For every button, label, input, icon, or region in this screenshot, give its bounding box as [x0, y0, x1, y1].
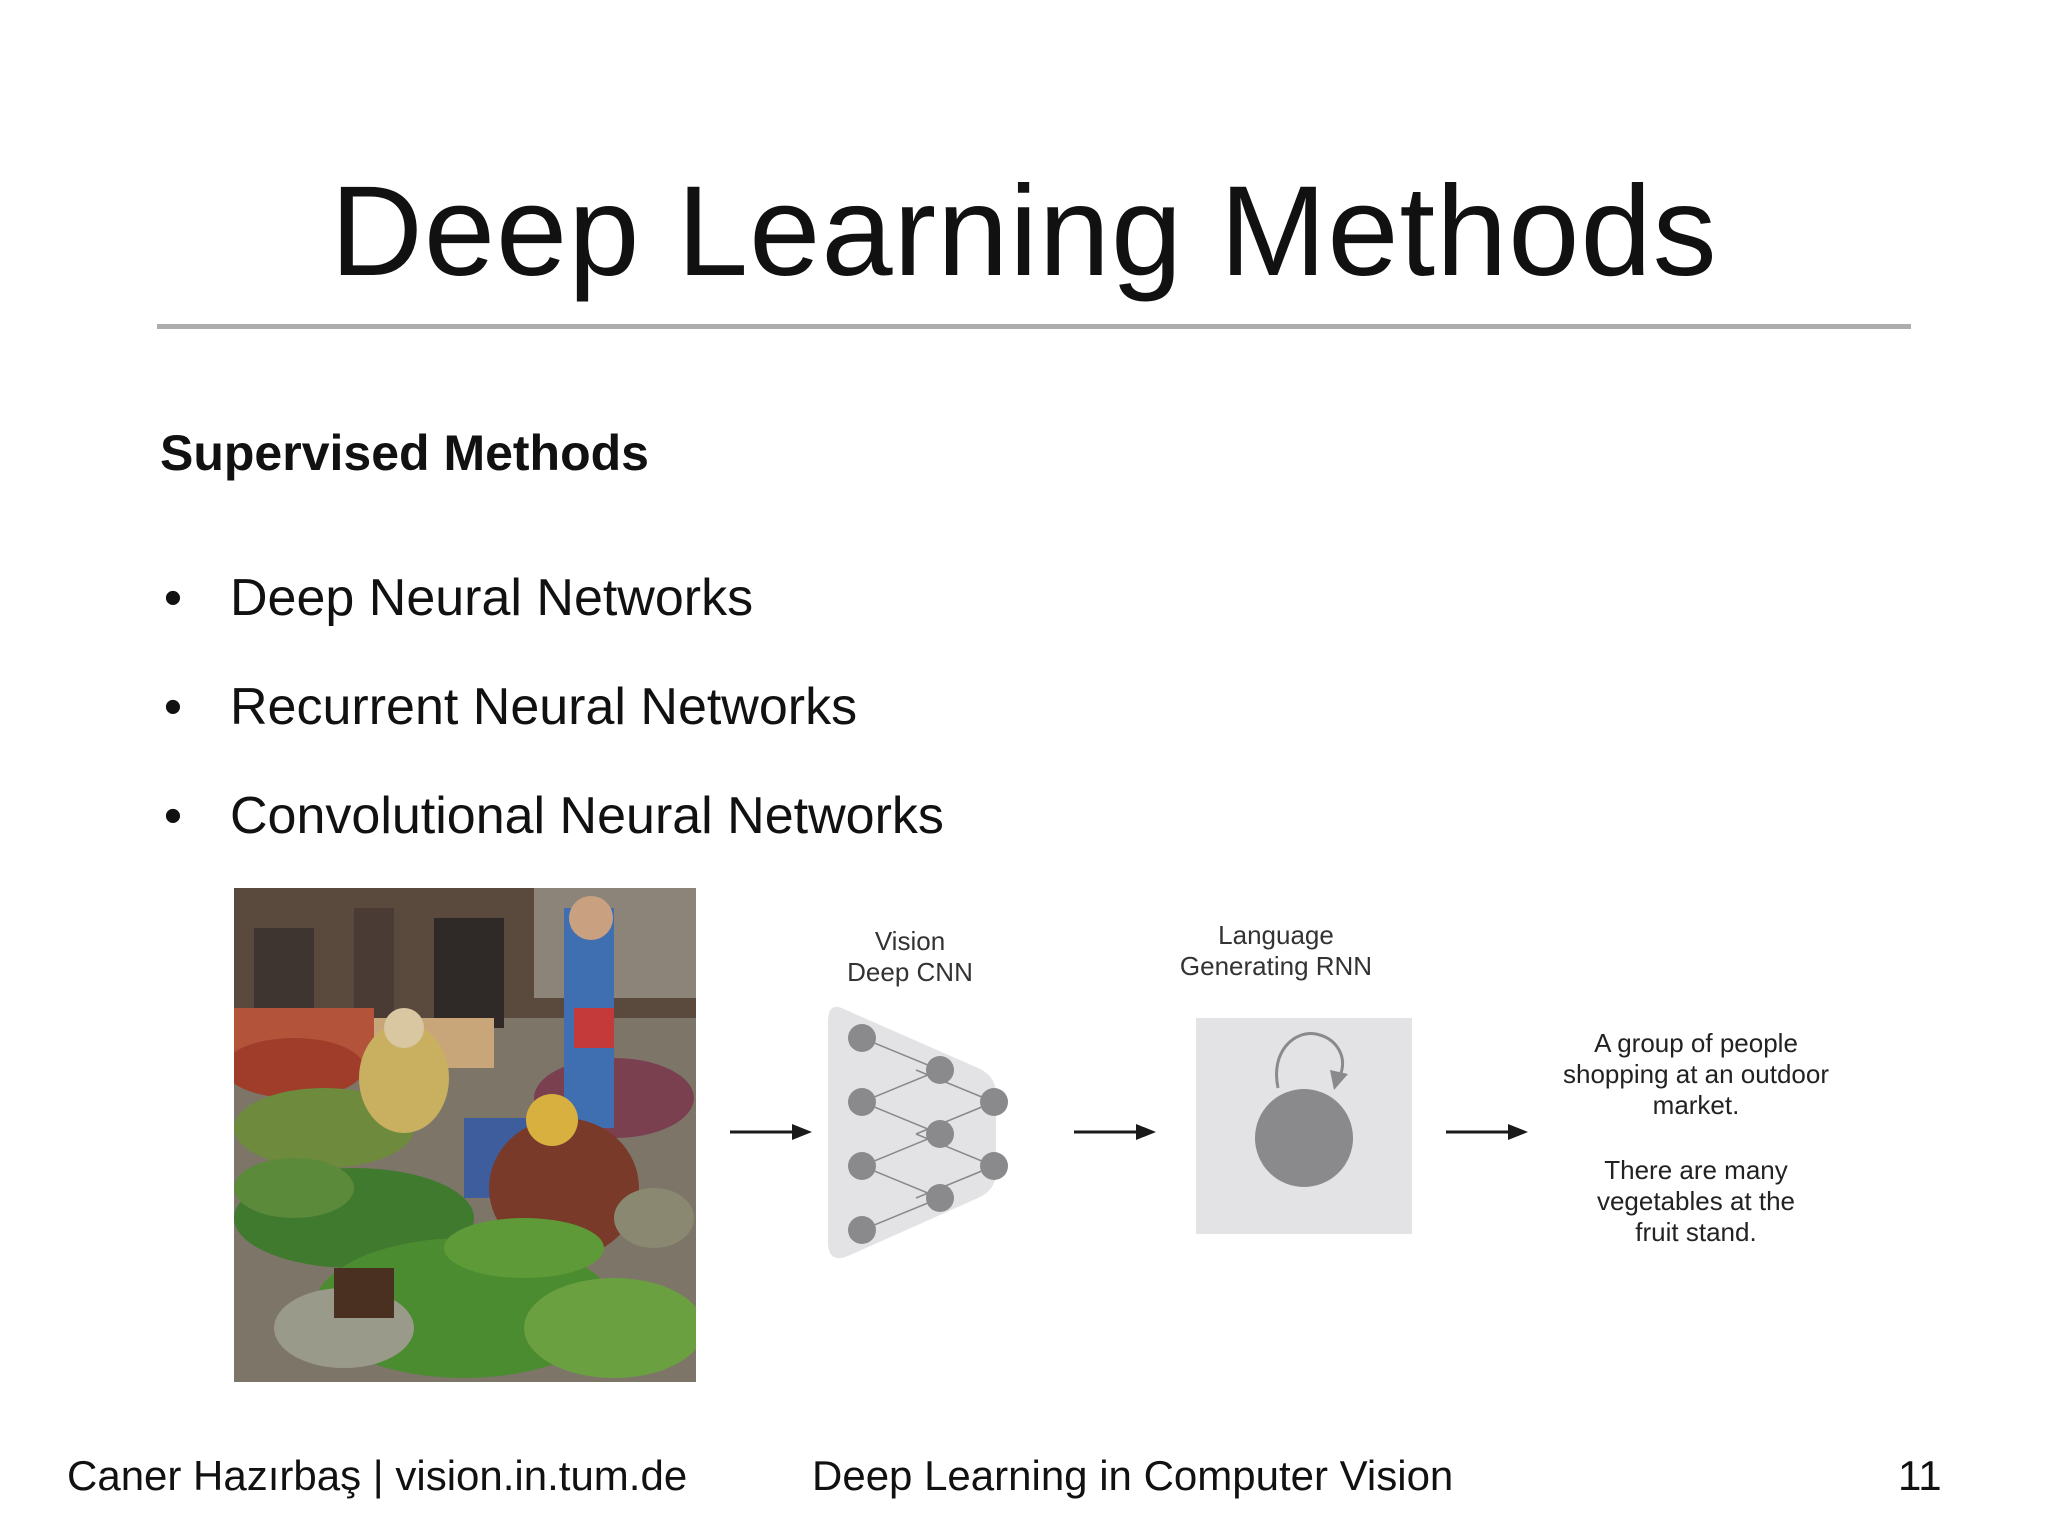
rnn-network-icon: [1196, 1018, 1412, 1234]
title-divider: [157, 324, 1911, 329]
bullet-text: Convolutional Neural Networks: [230, 787, 944, 845]
caption-spacer: [1536, 1121, 1856, 1155]
caption-line: shopping at an outdoor: [1563, 1059, 1829, 1089]
cnn-label-line2: Deep CNN: [847, 957, 973, 987]
page-number: 11: [1898, 1452, 1942, 1499]
section-heading: Supervised Methods: [160, 425, 649, 481]
caption-line: There are many: [1604, 1155, 1788, 1185]
footer-course: Deep Learning in Computer Vision: [812, 1452, 1454, 1499]
rnn-label-line2: Generating RNN: [1179, 951, 1373, 981]
bullet-icon: •: [163, 787, 183, 845]
rnn-label-line1: Language: [1218, 920, 1334, 950]
generated-caption: A group of people shopping at an outdoor…: [1536, 1028, 1856, 1248]
cnn-network-icon: [828, 1006, 1008, 1259]
market-photo: [234, 888, 696, 1382]
bullet-text: Recurrent Neural Networks: [230, 678, 858, 736]
caption-line: market.: [1652, 1090, 1740, 1120]
bullet-icon: •: [163, 569, 183, 627]
arrow-icon: [1446, 1124, 1528, 1140]
arrow-icon: [1074, 1124, 1156, 1140]
bullet-text: Deep Neural Networks: [230, 569, 754, 627]
cnn-label-line1: Vision: [874, 926, 946, 956]
caption-line: fruit stand.: [1635, 1217, 1757, 1247]
slide-title: Deep Learning Methods: [330, 160, 1718, 303]
rnn-label: Language Generating RNN: [1156, 920, 1396, 982]
pipeline-diagram: [730, 1006, 1528, 1259]
caption-line: A group of people: [1594, 1028, 1798, 1058]
arrow-icon: [730, 1124, 812, 1140]
caption-line: vegetables at the: [1596, 1186, 1796, 1216]
market-photo-illustration: [234, 888, 696, 1382]
image-captioning-figure: Vision Deep CNN Language Generating RNN: [226, 880, 1846, 1536]
footer-author: Caner Hazırbaş | vision.in.tum.de: [67, 1452, 688, 1499]
cnn-label: Vision Deep CNN: [820, 926, 1000, 988]
bullet-icon: •: [163, 678, 183, 736]
